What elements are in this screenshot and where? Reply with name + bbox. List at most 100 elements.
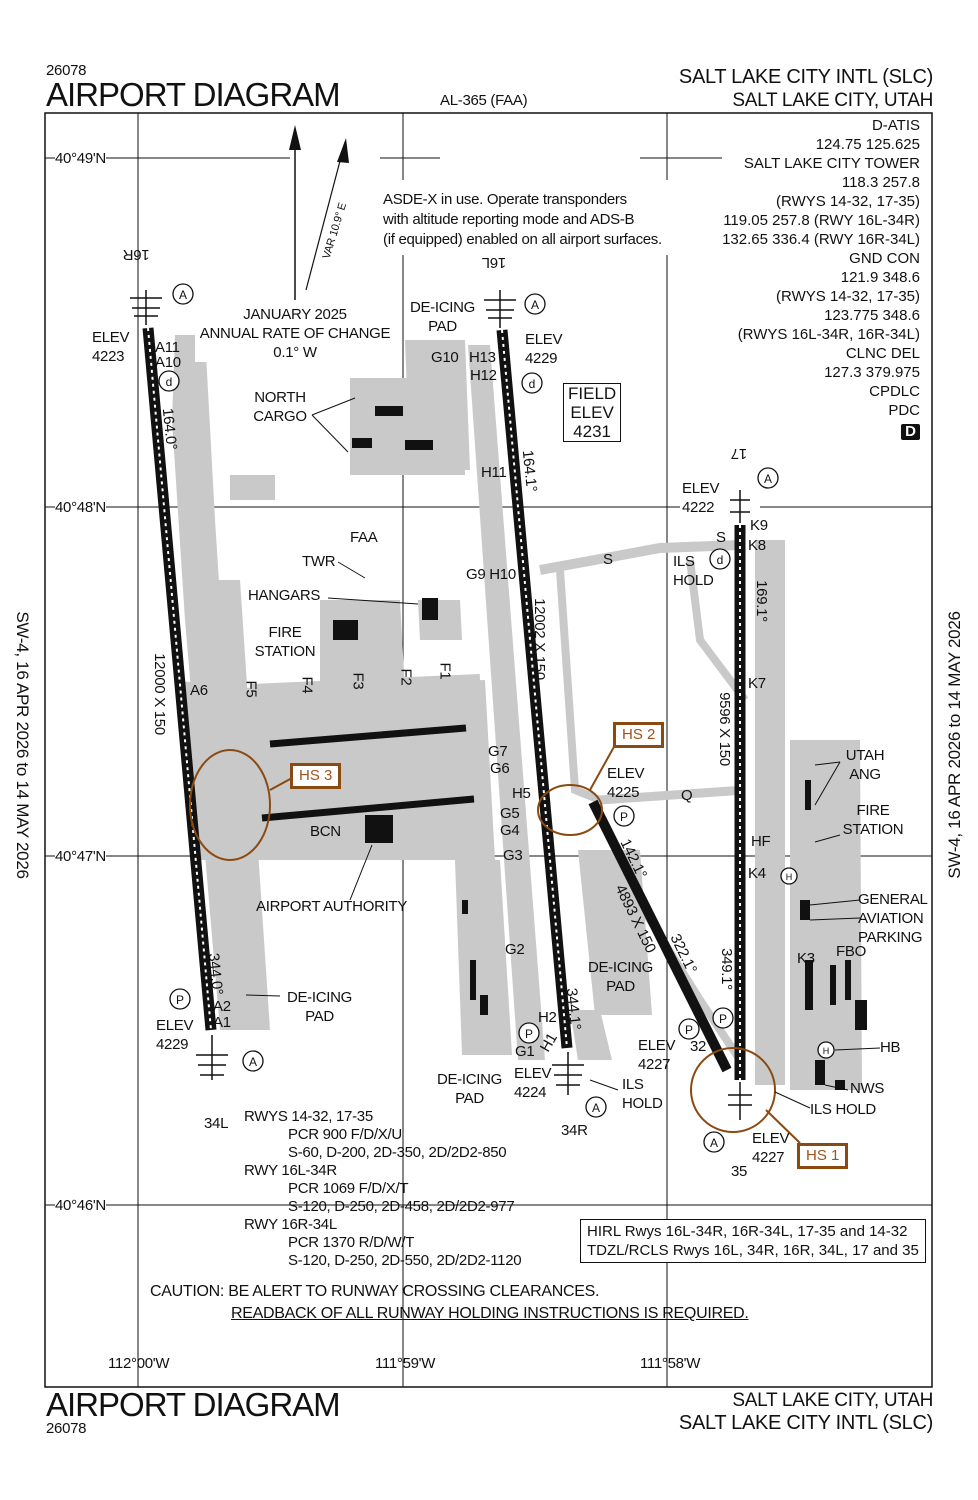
airport-name: SALT LAKE CITY INTL (SLC) [678,66,933,88]
chart-title: AIRPORT DIAGRAM [46,76,341,113]
taxiway-f5: F5 [242,680,260,698]
svg-text:A: A [179,288,187,302]
elev-14: ELEV 4225 [607,765,645,801]
field-elev-line: 4231 [573,422,611,441]
comm-item: 123.775 348.6 [824,307,920,324]
deicing-pad-west: DE-ICING PAD [286,989,353,1025]
svg-text:P: P [719,1012,727,1026]
taxiway-a10: A10 [155,354,181,371]
ils-hold-17: ILS HOLD [673,553,714,589]
cycle-right: SW-4, 16 APR 2026 to 14 MAY 2026 [945,611,964,879]
taxiway-f2: F2 [397,668,415,686]
dimensions-16r-34l: 12000 X 150 [150,653,168,735]
comm-item: SALT LAKE CITY TOWER [743,155,920,172]
approach-lights [130,290,752,1120]
svg-text:d: d [166,375,173,389]
taxiway-f1: F1 [436,662,454,680]
rwy-data-title: RWY 16L-34R [244,1162,337,1179]
north-cargo-label: NORTH CARGO [253,389,307,425]
heading-35: 349.1° [717,948,735,990]
taxiway-h11: H11 [481,464,507,481]
comm-item: PDC [888,402,920,419]
hotspot-3-area [189,749,271,861]
comm-item: 132.65 336.4 (RWY 16R-34L) [722,231,920,248]
asdex-line: ASDE-X in use. Operate transponders [383,191,627,208]
taxiway-g10: G10 [431,349,459,366]
runway-end-34r: 34R [561,1122,588,1139]
hotspot-3-label[interactable]: HS 3 [290,763,342,789]
svg-text:P: P [620,810,628,824]
procedure-id: AL-365 (FAA) [440,92,528,109]
comm-item: 127.3 379.975 [824,364,920,381]
buildings [333,406,867,1090]
lon-label: 111°58'W [640,1355,701,1372]
deicing-pad-south: DE-ICING PAD [436,1071,503,1107]
elev-34l: ELEV 4229 [156,1017,194,1053]
rwy-data-pcr: PCR 900 F/D/X/U [288,1126,402,1143]
runway-16r-34l [142,327,217,1031]
comm-item: 118.3 257.8 [841,174,920,191]
rwy-data-pcr: PCR 1370 R/D/W/T [288,1234,415,1251]
rwy-data-title: RWYS 14-32, 17-35 [244,1108,373,1125]
elev-17: ELEV 4222 [682,480,720,516]
comm-item: GND CON [849,250,920,267]
hotspot-1-area [690,1047,776,1133]
svg-text:A: A [592,1101,600,1115]
elev-16l: ELEV 4229 [525,331,563,367]
taxiway-g7: G7 [488,743,508,760]
svg-text:P: P [685,1023,693,1037]
lighting-line: TDZL/RCLS Rwys 16L, 34R, 16R, 34L, 17 an… [587,1242,919,1259]
taxiways-aprons [172,335,862,1090]
hangars-label: HANGARS [248,587,321,604]
svg-text:d: d [717,553,724,567]
readback-note: READBACK OF ALL RUNWAY HOLDING INSTRUCTI… [231,1305,749,1322]
taxiway-g2: G2 [505,941,525,958]
taxiway-h12: H12 [470,367,497,384]
hotspot-2-area [537,784,603,836]
runway-end-35: 35 [731,1163,748,1180]
svg-text:P: P [176,993,184,1007]
runway-end-16r: 16R [123,246,150,263]
footer-city-state: SALT LAKE CITY, UTAH [732,1390,933,1411]
comm-item: 124.75 125.625 [815,136,920,153]
taxiway-k8: K8 [748,537,766,554]
taxiway-a2: A2 [213,998,231,1015]
field-elevation-box: FIELD ELEV 4231 [563,383,622,442]
ils-hold-34r: ILS HOLD [622,1076,663,1112]
comm-item: D-ATIS [871,117,920,134]
runway-end-34l: 34L [204,1115,229,1132]
fire-station-east: FIRE STATION [842,802,904,838]
taxiway-s-west: S [603,551,613,568]
svg-text:P: P [525,1027,533,1041]
comm-item: (RWYS 14-32, 17-35) [776,288,920,305]
dimensions-17-35: 9596 X 150 [715,692,733,766]
runway-14-32 [588,799,732,1073]
annual-change-line: ANNUAL RATE OF CHANGE [199,325,391,342]
runway-end-17: 17 [731,445,748,462]
elev-32: ELEV 4227 [638,1037,676,1073]
hotspot-1-label[interactable]: HS 1 [797,1143,849,1169]
runway-end-16l: 16L [482,254,507,271]
lighting-note-box: HIRL Rwys 16L-34R, 16R-34L, 17-35 and 14… [580,1219,926,1263]
rwy-data-weights: S-120, D-250, 2D-550, 2D/2D2-1120 [288,1252,522,1269]
chart-frame [44,112,933,1388]
asdex-note: ASDE-X in use. Operate transponders with… [383,190,662,250]
footer-title: AIRPORT DIAGRAM [46,1386,341,1423]
elev-16r: ELEV 4223 [92,329,130,365]
taxiway-f3: F3 [349,672,367,690]
airport-authority-label: AIRPORT AUTHORITY [256,898,408,915]
svg-text:A: A [531,298,539,312]
leader-lines [245,397,881,1109]
taxiway-g4: G4 [500,822,520,839]
taxiway-g5: G5 [500,805,520,822]
taxiway-f4: F4 [298,676,316,694]
dimensions-16l-34r: 12002 X 150 [530,598,548,680]
taxiway-g6: G6 [490,760,510,777]
deicing-pad-east: DE-ICING PAD [587,959,654,995]
svg-text:A: A [764,472,772,486]
hotspot-2-label[interactable]: HS 2 [613,722,665,748]
field-elev-line: ELEV [570,403,614,422]
taxiway-a11: A11 [155,339,180,356]
lon-label: 111°59'W [375,1355,436,1372]
